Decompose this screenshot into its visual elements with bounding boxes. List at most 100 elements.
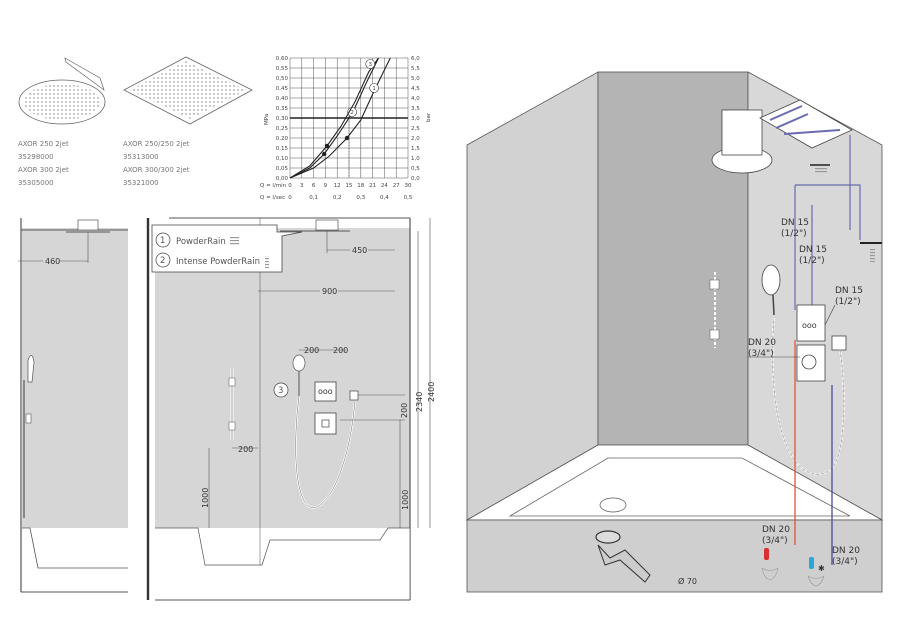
y-tick-label: 0,20 — [276, 136, 289, 142]
dimension-label: 1000 — [401, 490, 410, 510]
wall-outlet — [349, 390, 359, 401]
y2-tick-label: 2,0 — [411, 136, 420, 142]
x2-tick-label: 0,1 — [309, 195, 318, 201]
pipe-size-label: DN 15 — [835, 286, 863, 296]
x-axis-label: Q = l/min — [260, 183, 287, 189]
x-tick-label: 30 — [405, 183, 412, 189]
y-tick-label: 0,05 — [276, 166, 289, 172]
product-code: 35298000 — [18, 153, 54, 161]
y-tick-label: 0,10 — [276, 156, 289, 162]
pipe-size-label: (3/4") — [762, 536, 788, 546]
perspective-view: ooo Ø 70 ✱ DN 15 (1/2") DN 15 (1/2") DN … — [465, 71, 884, 593]
dimension-label: 2400 — [427, 382, 436, 402]
left-wall — [466, 71, 599, 521]
snowflake-icon: ✱ — [818, 564, 825, 573]
dimension-label: 200 — [333, 346, 348, 355]
x-tick-label: 3 — [300, 183, 304, 189]
series-label: 3 — [368, 62, 372, 68]
x2-tick-label: 0,4 — [380, 195, 389, 201]
x-tick-label: 24 — [381, 183, 388, 189]
y2-tick-label: 3,5 — [411, 106, 420, 112]
y2-axis-label: bar — [426, 112, 432, 122]
y2-tick-label: 1,0 — [411, 156, 420, 162]
product-name: AXOR 250/250 2jet — [123, 140, 190, 148]
pipe-size-label: DN 15 — [781, 218, 809, 228]
y-tick-label: 0,35 — [276, 106, 289, 112]
series-line-3 — [289, 57, 379, 179]
y-tick-label: 0,40 — [276, 96, 289, 102]
product-name: AXOR 300 2jet — [18, 166, 69, 174]
svg-text:ooo: ooo — [802, 321, 817, 330]
pipe-size-label: (1/2") — [781, 229, 807, 239]
series-label-circle — [365, 59, 376, 69]
y2-tick-label: 6,0 — [411, 56, 420, 62]
x-tick-label: 15 — [346, 183, 353, 189]
legend-number: 1 — [160, 236, 165, 246]
dimension-label: 2340 — [415, 392, 424, 412]
dimension-label: 200 — [400, 403, 409, 418]
y2-tick-label: 5,0 — [411, 76, 420, 82]
product-name: AXOR 300/300 2jet — [123, 166, 190, 174]
round-overhead-shower-illustration — [18, 57, 106, 125]
dimension-label: 450 — [352, 246, 367, 255]
x-tick-label: 12 — [334, 183, 341, 189]
pipe-size-label: (3/4") — [832, 557, 858, 567]
x2-tick-label: 0,3 — [356, 195, 365, 201]
y2-tick-label: 4,0 — [411, 96, 420, 102]
dimension-label: 200 — [304, 346, 319, 355]
tub-apron — [466, 519, 883, 593]
hot-thermometer-icon — [764, 548, 769, 560]
x-tick-label: 9 — [324, 183, 328, 189]
series-marker-3 — [324, 143, 330, 149]
x-tick-label: 21 — [369, 183, 376, 189]
square-overhead-shower-illustration — [123, 56, 253, 125]
svg-text:ooo: ooo — [318, 387, 333, 396]
hot-water-icon — [761, 567, 779, 581]
legend-box: 1 PowderRain 2 Intense PowderRain — [151, 224, 303, 273]
y-axis-label: MPa — [264, 114, 270, 125]
drain-siphon-icon — [595, 530, 651, 583]
series-line-2 — [289, 57, 379, 179]
thermostat-module — [796, 304, 826, 342]
x2-tick-label: 0 — [288, 195, 292, 201]
y-tick-label: 0,00 — [276, 176, 289, 182]
drain-diameter-label: Ø 70 — [678, 576, 697, 586]
side-elevation: 460 — [18, 218, 150, 600]
y2-tick-label: 0,0 — [411, 176, 420, 182]
spray-icon — [265, 256, 269, 268]
y2-tick-label: 1,5 — [411, 146, 420, 152]
cold-thermometer-icon — [809, 557, 814, 569]
y2-tick-label: 3,0 — [411, 116, 420, 122]
thermostat-module — [314, 381, 337, 402]
pipe-size-label: DN 15 — [799, 245, 827, 255]
y-tick-label: 0,50 — [276, 76, 289, 82]
y2-tick-label: 0,5 — [411, 166, 420, 172]
spray-icon — [230, 237, 239, 246]
y-tick-label: 0,60 — [276, 56, 289, 62]
pipe-size-label: (1/2") — [799, 256, 825, 266]
series-label-circle — [369, 83, 379, 93]
legend-label-intense-powderrain: Intense PowderRain — [176, 257, 260, 267]
x2-tick-label: 0,5 — [404, 195, 413, 201]
product-code: 35305000 — [18, 179, 54, 187]
pipe-size-label: (1/2") — [835, 297, 861, 307]
dimension-label: 1000 — [201, 488, 210, 508]
hand-shower-icon — [761, 264, 781, 296]
y2-tick-label: 2,5 — [411, 126, 420, 132]
pipe-size-label: DN 20 — [748, 338, 776, 348]
x-tick-label: 27 — [393, 183, 400, 189]
series-label: 2 — [350, 110, 354, 116]
valve-module — [314, 412, 337, 435]
legend-label-powderrain: PowderRain — [176, 237, 226, 247]
x2-axis-label: Q = l/sec — [260, 195, 285, 201]
y-tick-label: 0,15 — [276, 146, 289, 152]
y-tick-label: 0,25 — [276, 126, 289, 132]
y2-tick-label: 5,5 — [411, 66, 420, 72]
y-tick-label: 0,55 — [276, 66, 289, 72]
series-marker-2 — [322, 151, 327, 157]
hand-shower-icon — [27, 355, 35, 383]
pipe-size-label: DN 20 — [762, 525, 790, 535]
dimension-label: 900 — [322, 287, 337, 296]
dimension-label: 460 — [45, 257, 60, 266]
